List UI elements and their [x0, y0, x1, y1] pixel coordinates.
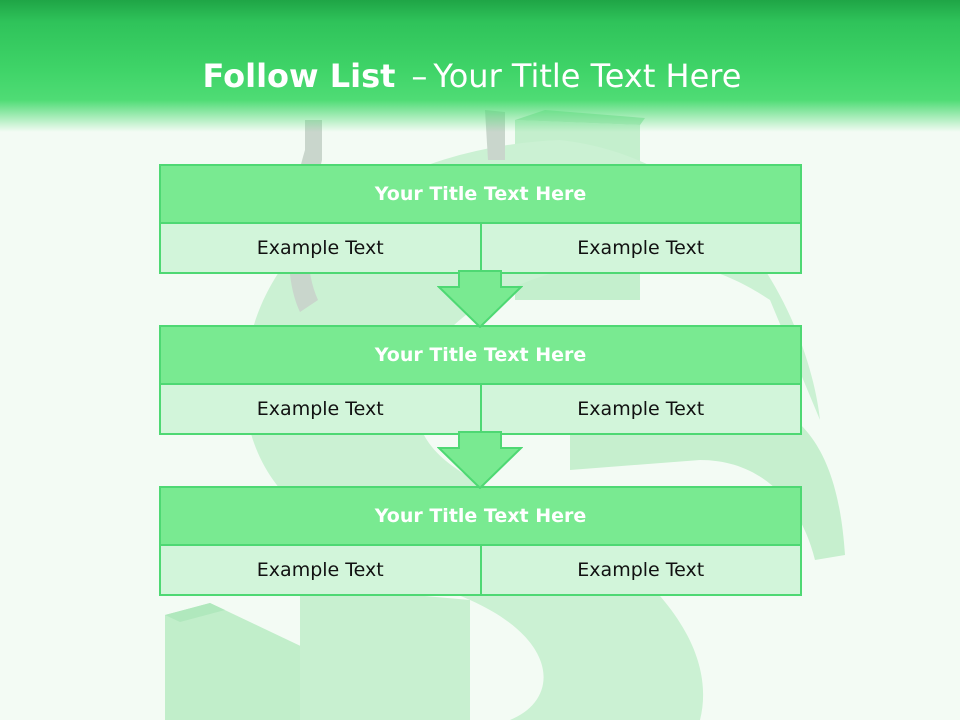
list-block-right-cell: Example Text: [479, 546, 801, 594]
header-band: [0, 0, 960, 132]
dollar-bottom-left-side: [165, 603, 225, 622]
list-block-title: Your Title Text Here: [161, 166, 800, 224]
list-block-row: Example Text Example Text: [161, 546, 800, 594]
page-title-rest: Your Title Text Here: [433, 57, 742, 95]
list-block-left-cell: Example Text: [256, 398, 384, 420]
dollar-bottom-left: [165, 603, 330, 720]
dollar-s-curve: [244, 140, 820, 720]
list-block-1: Your Title Text Here Example Text Exampl…: [159, 164, 802, 274]
list-block-left-cell: Example Text: [256, 559, 384, 581]
list-block-row: Example Text Example Text: [161, 385, 800, 433]
list-block-right-cell: Example Text: [479, 224, 801, 272]
list-block-left-cell: Example Text: [256, 237, 384, 259]
list-block-title: Your Title Text Here: [161, 488, 800, 546]
dollar-lower-bar: [300, 585, 470, 720]
list-block-right-cell: Example Text: [479, 385, 801, 433]
page-title-bold: Follow List: [202, 57, 396, 95]
page-title-separator: –: [411, 57, 428, 95]
down-arrow-icon: [437, 431, 523, 489]
list-block-title: Your Title Text Here: [161, 327, 800, 385]
list-block-3: Your Title Text Here Example Text Exampl…: [159, 486, 802, 596]
dollar-right-arm: [570, 400, 845, 560]
down-arrow-icon: [437, 270, 523, 328]
page-title: Follow List–Your Title Text Here: [0, 54, 944, 98]
list-block-row: Example Text Example Text: [161, 224, 800, 272]
list-block-2: Your Title Text Here Example Text Exampl…: [159, 325, 802, 435]
